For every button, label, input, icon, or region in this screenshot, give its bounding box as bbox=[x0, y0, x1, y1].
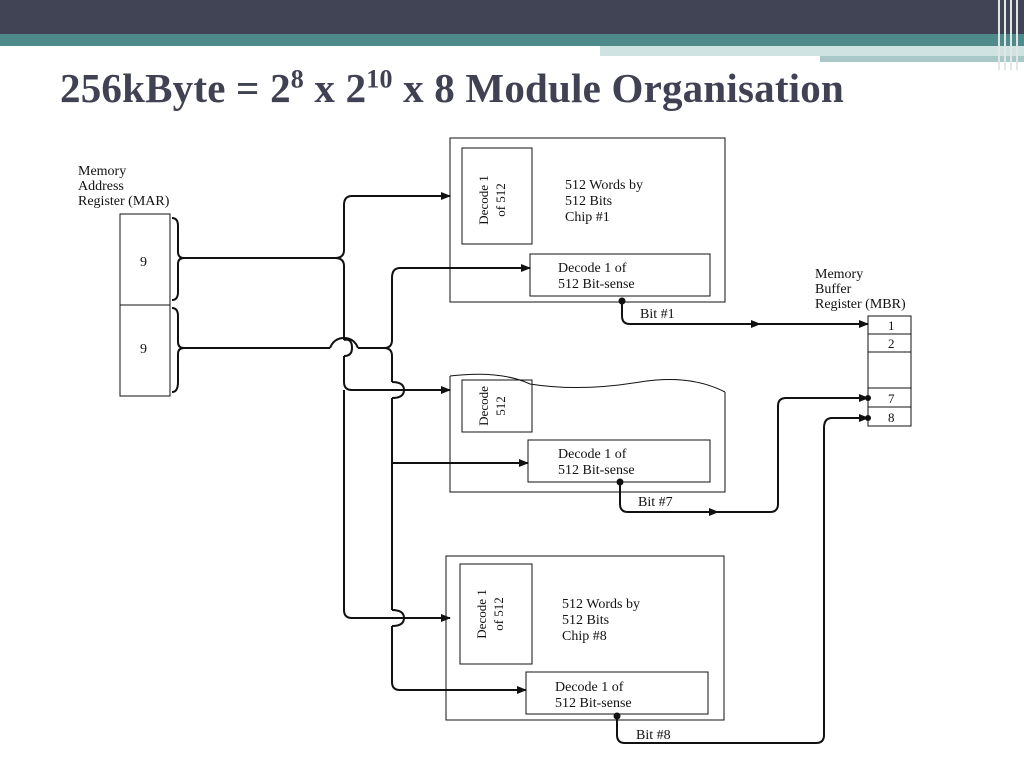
title-exponent-1: 8 bbox=[290, 64, 304, 94]
chip-8-desc-line-3: Chip #8 bbox=[562, 629, 607, 644]
chip-8 bbox=[445, 555, 725, 721]
chip-1-desc-line-3: Chip #1 bbox=[565, 210, 610, 225]
bit-8-label: Bit #8 bbox=[636, 728, 671, 743]
mbr-cell-2: 2 bbox=[888, 336, 895, 351]
chip-7 bbox=[449, 373, 726, 493]
slide-title: 256kByte = 28 x 210 x 8 Module Organisat… bbox=[60, 64, 844, 112]
bit-7-label: Bit #7 bbox=[638, 495, 673, 510]
chip-7-sense-line-2: 512 Bit-sense bbox=[558, 463, 635, 478]
mar-field-1: 9 bbox=[140, 255, 147, 270]
chip-7-sense-line-1: Decode 1 of bbox=[558, 447, 627, 462]
mbr-label-line-2: Buffer bbox=[815, 282, 852, 297]
mar-field-2: 9 bbox=[140, 342, 147, 357]
mar-braces bbox=[171, 217, 185, 393]
mar-label-line-2: Address bbox=[78, 179, 124, 194]
mbr-label-line-1: Memory bbox=[815, 267, 863, 282]
chip-1-sense-line-2: 512 Bit-sense bbox=[558, 277, 635, 292]
chip-1 bbox=[449, 137, 726, 303]
chip-1-desc-line-1: 512 Words by bbox=[565, 178, 643, 193]
chip-1-sense-line-1: Decode 1 of bbox=[558, 261, 627, 276]
bit-1-label: Bit #1 bbox=[640, 307, 675, 322]
chip-8-row-decoder-line-2: of 512 bbox=[491, 597, 506, 631]
mar-register bbox=[119, 213, 171, 397]
mbr-cell-7: 7 bbox=[888, 391, 895, 406]
header-accent-light bbox=[600, 46, 1024, 56]
chip-8-row-decoder-line-1: Decode 1 bbox=[474, 589, 489, 638]
chip-8-desc-line-2: 512 Bits bbox=[562, 613, 609, 628]
mar-label-line-1: Memory bbox=[78, 164, 126, 179]
mbr-cell-1: 1 bbox=[888, 318, 895, 333]
chip-7-row-decoder-line-1: Decode bbox=[476, 386, 491, 426]
header-accent-mid bbox=[820, 56, 1024, 62]
title-mid: x 2 bbox=[303, 65, 367, 111]
header-accent-bar bbox=[0, 34, 1024, 46]
chip-1-desc-line-2: 512 Bits bbox=[565, 194, 612, 209]
mbr-register bbox=[867, 315, 912, 427]
header-bar bbox=[0, 0, 1024, 34]
chip-8-desc-line-1: 512 Words by bbox=[562, 597, 640, 612]
mar-label-line-3: Register (MAR) bbox=[78, 194, 170, 209]
title-suffix: x 8 Module Organisation bbox=[392, 65, 844, 111]
title-prefix: 256kByte = 2 bbox=[60, 65, 291, 111]
mbr-cell-8: 8 bbox=[888, 410, 895, 425]
chip-1-row-decoder-line-2: of 512 bbox=[493, 183, 508, 217]
address-wiring bbox=[184, 192, 869, 744]
title-exponent-2: 10 bbox=[366, 64, 393, 94]
chip-8-sense-line-1: Decode 1 of bbox=[555, 680, 624, 695]
chip-1-row-decoder-line-1: Decode 1 bbox=[476, 175, 491, 224]
header-stripe-decoration bbox=[994, 0, 1024, 70]
chip-8-sense-line-2: 512 Bit-sense bbox=[555, 696, 632, 711]
chip-7-row-decoder-line-2: 512 bbox=[493, 396, 508, 416]
mbr-label-line-3: Register (MBR) bbox=[815, 297, 906, 312]
